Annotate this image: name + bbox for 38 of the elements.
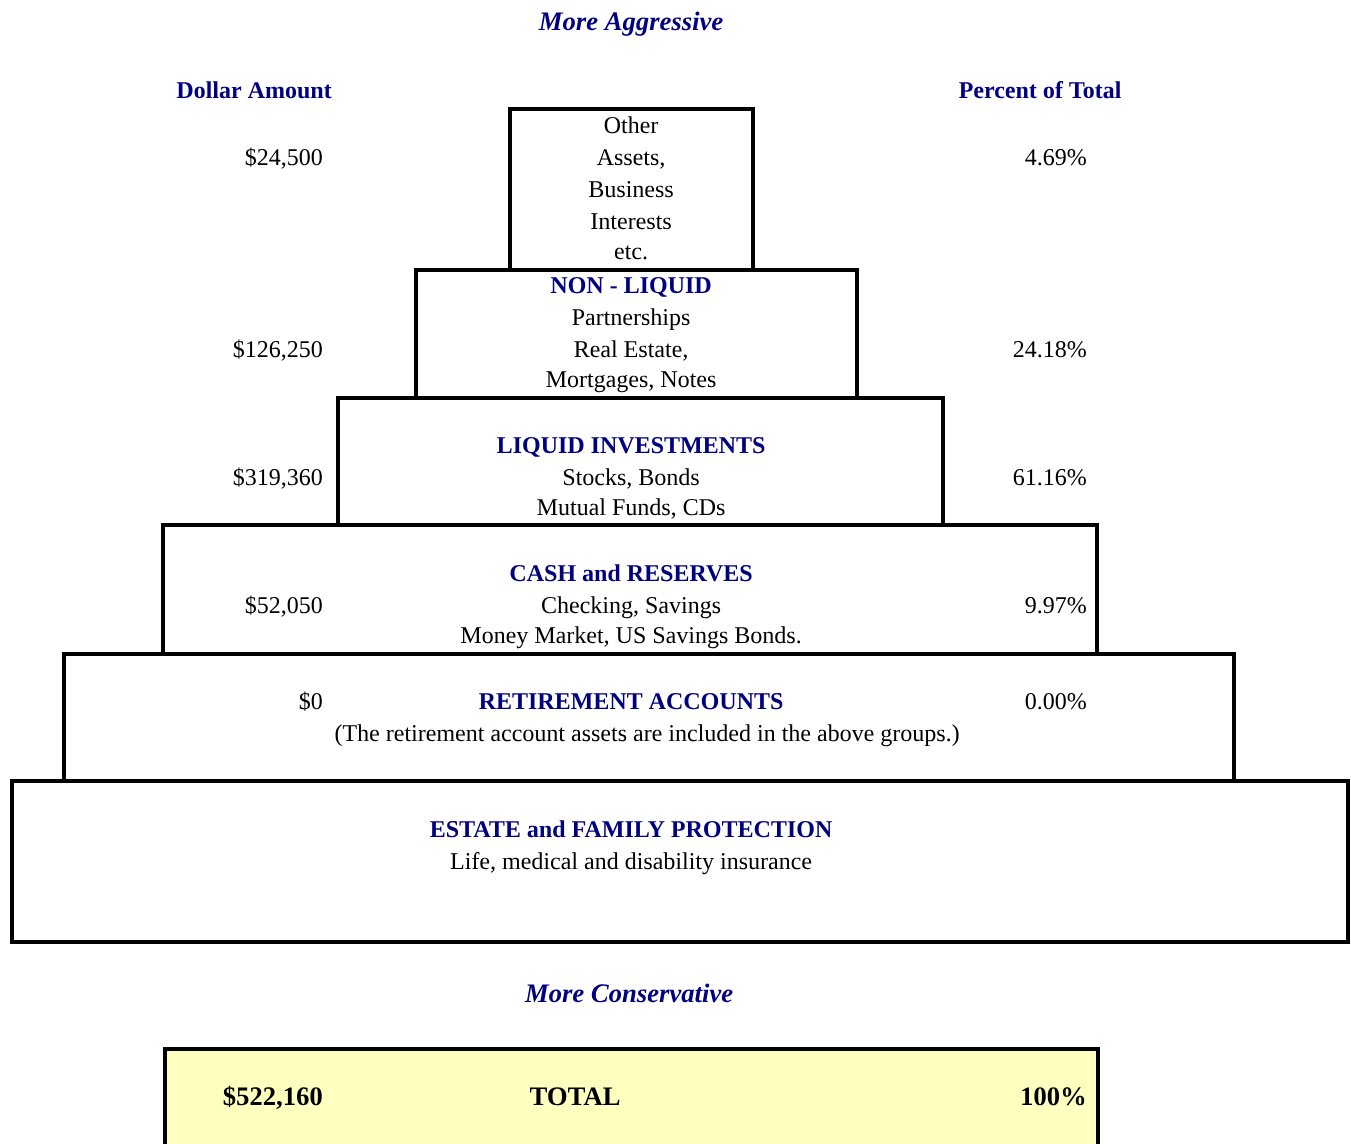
tier-text: Business [589, 181, 673, 198]
tier-text: Assets, [596, 149, 664, 169]
tier-text: (The retirement account assets are included in the above groups.) [335, 724, 959, 747]
total-box [163, 1047, 1100, 1144]
column-heading: Dollar Amount [176, 81, 332, 99]
amount: $52,050 [245, 595, 322, 617]
total-label: TOTAL [530, 1087, 620, 1106]
tier-heading: LIQUID INVESTMENTS [497, 437, 765, 457]
tier-heading: NON - LIQUID [550, 277, 711, 297]
amount: $0 [299, 691, 322, 711]
amount: $319,360 [233, 467, 322, 489]
tier-text: Checking, Savings [542, 596, 721, 619]
pyramid-tier [10, 779, 1350, 944]
total-amount: $522,160 [223, 1085, 322, 1110]
total-percentage: 100% [1022, 1087, 1085, 1106]
tier-text: Money Market, US Savings Bonds. [461, 626, 801, 649]
direction-heading: More Conservative [524, 983, 733, 1003]
tier-text: Interests [591, 213, 671, 230]
column-heading: Percent of Total [959, 81, 1121, 99]
amount: $24,500 [245, 147, 322, 169]
tier-text: etc. [614, 245, 647, 260]
tier-text: Life, medical and disability insurance [450, 852, 812, 875]
amount: $126,250 [233, 339, 322, 361]
tier-heading: RETIREMENT ACCOUNTS [479, 693, 783, 710]
percentage: 61.16% [1013, 469, 1086, 486]
tier-text: Mutual Funds, CDs [537, 498, 725, 519]
tier-text: Other [604, 116, 659, 134]
percentage: 4.69% [1025, 149, 1086, 166]
percentage: 0.00% [1025, 693, 1086, 710]
tier-text: Mortgages, Notes [546, 371, 716, 393]
tier-heading: CASH and RESERVES [510, 564, 752, 582]
percentage: 9.97% [1025, 597, 1086, 614]
direction-heading: More Aggressive [538, 11, 723, 36]
tier-heading: ESTATE and FAMILY PROTECTION [430, 820, 832, 838]
tier-text: Real Estate, [574, 340, 687, 361]
tier-text: Stocks, Bonds [563, 468, 699, 489]
tier-text: Partnerships [572, 308, 690, 331]
percentage: 24.18% [1013, 341, 1086, 358]
